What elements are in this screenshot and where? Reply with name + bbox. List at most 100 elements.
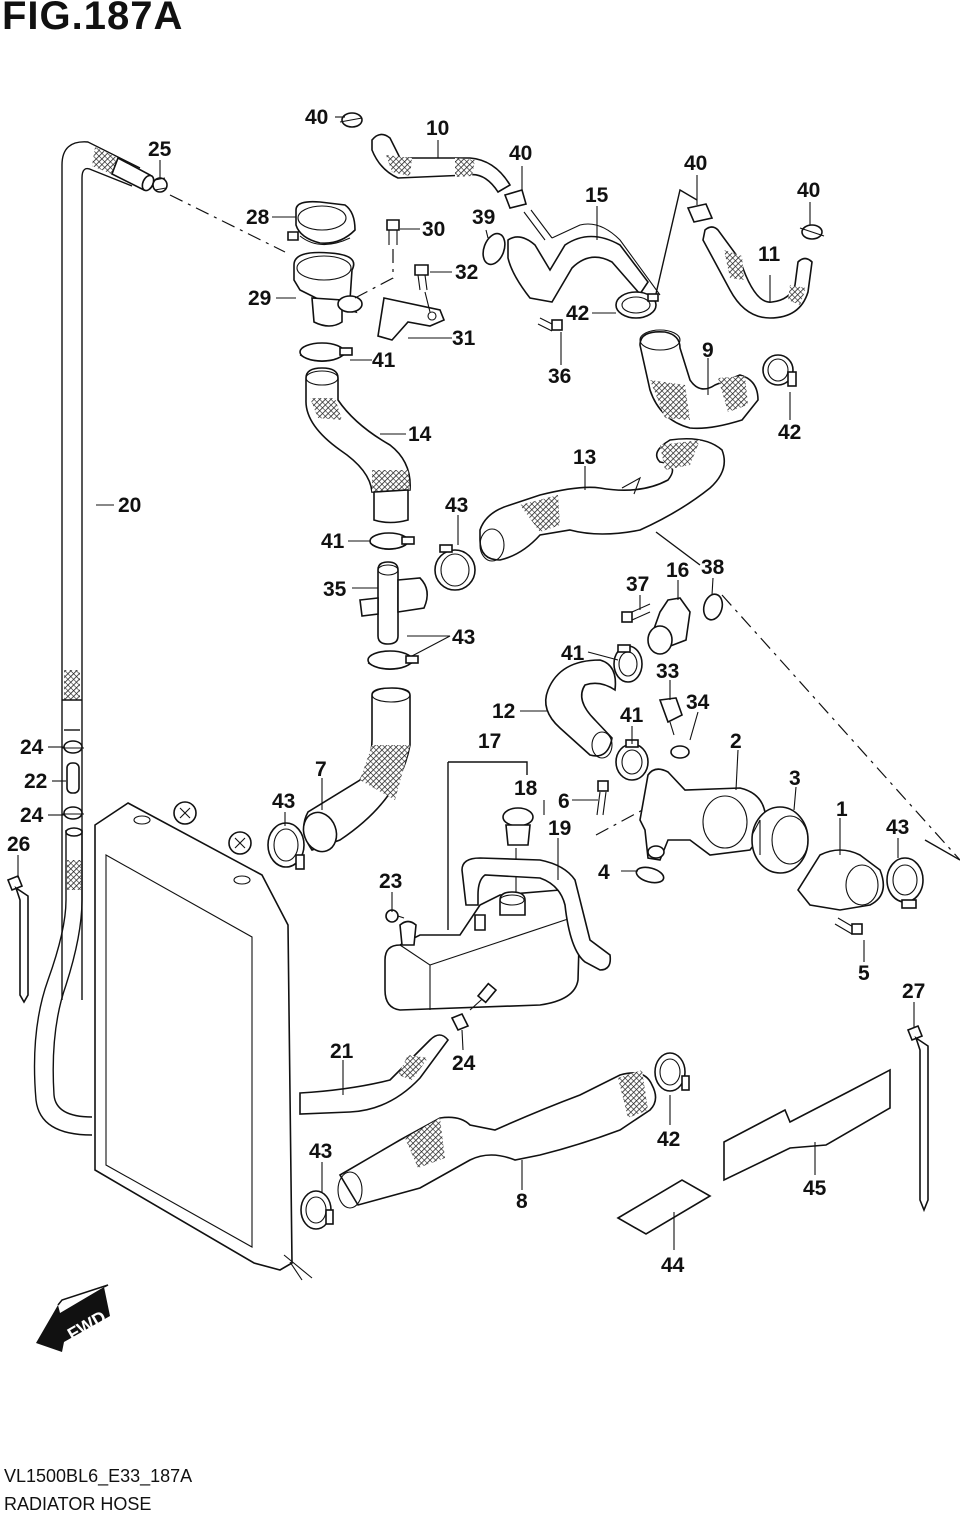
bolt-30 bbox=[386, 219, 400, 245]
bolt-32 bbox=[414, 264, 431, 313]
forward-direction-arrow-icon: FWD bbox=[36, 1284, 110, 1352]
bolt-23 bbox=[385, 909, 405, 923]
radiator-hose-9 bbox=[639, 329, 759, 430]
label-45 bbox=[723, 1068, 891, 1182]
dashed-leader-38-1 bbox=[721, 594, 960, 861]
leader-line-15-40 bbox=[654, 188, 698, 299]
bracket-31 bbox=[377, 297, 446, 341]
callout-26: 26 bbox=[7, 833, 30, 856]
callout-24-upper: 24 bbox=[20, 736, 44, 759]
water-joint-35 bbox=[359, 561, 428, 645]
callout-3: 3 bbox=[789, 767, 801, 790]
callout-7: 7 bbox=[315, 758, 327, 781]
callout-39: 39 bbox=[472, 206, 495, 229]
water-outlet-16 bbox=[647, 597, 691, 655]
callout-24-lower: 24 bbox=[452, 1052, 476, 1075]
callout-18: 18 bbox=[514, 777, 538, 800]
callout-42-top: 42 bbox=[566, 302, 589, 325]
hose-clip-24-lower bbox=[450, 982, 498, 1032]
callout-1: 1 bbox=[836, 798, 848, 821]
callout-43-bottom: 43 bbox=[309, 1140, 332, 1163]
callout-23: 23 bbox=[379, 870, 402, 893]
cable-tie-27 bbox=[906, 1024, 929, 1213]
callout-27: 27 bbox=[902, 980, 925, 1003]
tank-cap-18 bbox=[502, 807, 534, 892]
callout-13: 13 bbox=[573, 446, 596, 469]
o-ring-39 bbox=[482, 232, 506, 266]
bolt-36 bbox=[537, 317, 563, 332]
figure-title: FIG.187A bbox=[2, 0, 184, 38]
callout-14: 14 bbox=[408, 423, 432, 446]
hose-clip-25 bbox=[152, 177, 168, 193]
overflow-hose-21 bbox=[299, 1034, 450, 1115]
hose-clamp-41-top bbox=[299, 342, 353, 363]
hose-clip-24-upper bbox=[62, 740, 84, 754]
hose-clamp-41-right bbox=[613, 644, 643, 683]
callout-42-right: 42 bbox=[778, 421, 801, 444]
radiator-hose-14 bbox=[305, 367, 411, 524]
callout-41-lower: 41 bbox=[620, 704, 644, 727]
callout-17: 17 bbox=[478, 730, 501, 753]
callout-6: 6 bbox=[558, 790, 570, 813]
callout-21: 21 bbox=[330, 1040, 354, 1063]
hose-clip-24-middle bbox=[62, 806, 84, 820]
callout-43-left: 43 bbox=[272, 790, 295, 813]
hose-clip-40-b bbox=[503, 189, 527, 209]
hose-clamp-43-upper bbox=[434, 544, 476, 591]
callouts: 1 2 3 4 5 6 7 8 9 10 11 12 13 14 15 16 1… bbox=[7, 106, 925, 1277]
hose-clip-40-a bbox=[339, 112, 363, 128]
figure-name: RADIATOR HOSE bbox=[4, 1494, 152, 1514]
label-44 bbox=[616, 1179, 712, 1235]
callout-leader-lines bbox=[17, 116, 915, 1250]
callout-30: 30 bbox=[422, 218, 445, 241]
callout-4: 4 bbox=[598, 861, 610, 884]
callout-10: 10 bbox=[426, 117, 449, 140]
callout-41-middle: 41 bbox=[321, 530, 345, 553]
callout-25: 25 bbox=[148, 138, 172, 161]
callout-33: 33 bbox=[656, 660, 679, 683]
callout-28: 28 bbox=[246, 206, 270, 229]
hose-clamp-42-right bbox=[762, 354, 797, 387]
callout-34: 34 bbox=[686, 691, 710, 714]
thermostat-3 bbox=[751, 806, 809, 874]
callout-2: 2 bbox=[730, 730, 742, 753]
callout-12: 12 bbox=[492, 700, 515, 723]
callout-22: 22 bbox=[24, 770, 47, 793]
radiator-hose-8 bbox=[337, 1070, 657, 1209]
callout-40-b: 40 bbox=[509, 142, 532, 165]
callout-16: 16 bbox=[666, 559, 689, 582]
temperature-sensor-33 bbox=[658, 697, 683, 736]
callout-32: 32 bbox=[455, 261, 478, 284]
gasket-34 bbox=[670, 745, 690, 759]
callout-9: 9 bbox=[702, 339, 714, 362]
thermostat-case-2 bbox=[639, 768, 767, 861]
hose-clamp-42-top bbox=[615, 291, 659, 319]
callout-5: 5 bbox=[858, 962, 870, 985]
hose-clamp-43-bottom bbox=[300, 1190, 334, 1230]
callout-43-upper: 43 bbox=[445, 494, 468, 517]
o-ring-4 bbox=[635, 866, 665, 884]
joint-pipe-22 bbox=[66, 762, 80, 794]
callout-43-right: 43 bbox=[886, 816, 909, 839]
hose-clamp-41-middle bbox=[369, 532, 415, 551]
breather-hose-10 bbox=[371, 133, 512, 194]
hose-clamp-41-lower bbox=[615, 739, 649, 781]
callout-45: 45 bbox=[803, 1177, 827, 1200]
o-ring-38 bbox=[702, 593, 724, 621]
hose-clip-40-c bbox=[686, 203, 714, 223]
callout-19: 19 bbox=[548, 817, 571, 840]
breather-hose-11 bbox=[686, 203, 825, 319]
callout-41-top: 41 bbox=[372, 349, 396, 372]
tank-hose-19 bbox=[461, 857, 612, 971]
radiator-drain-hose bbox=[33, 827, 93, 1136]
callout-8: 8 bbox=[516, 1190, 528, 1213]
callout-44: 44 bbox=[661, 1254, 685, 1277]
radiator-hose-7 bbox=[302, 687, 411, 853]
figure-code: VL1500BL6_E33_187A bbox=[4, 1466, 193, 1486]
leader-line-13-38 bbox=[655, 531, 701, 566]
callout-24-middle: 24 bbox=[20, 804, 44, 827]
radiator bbox=[94, 801, 313, 1281]
radiator-cap-28 bbox=[295, 200, 356, 246]
hose-clamp-43-left bbox=[267, 822, 305, 870]
